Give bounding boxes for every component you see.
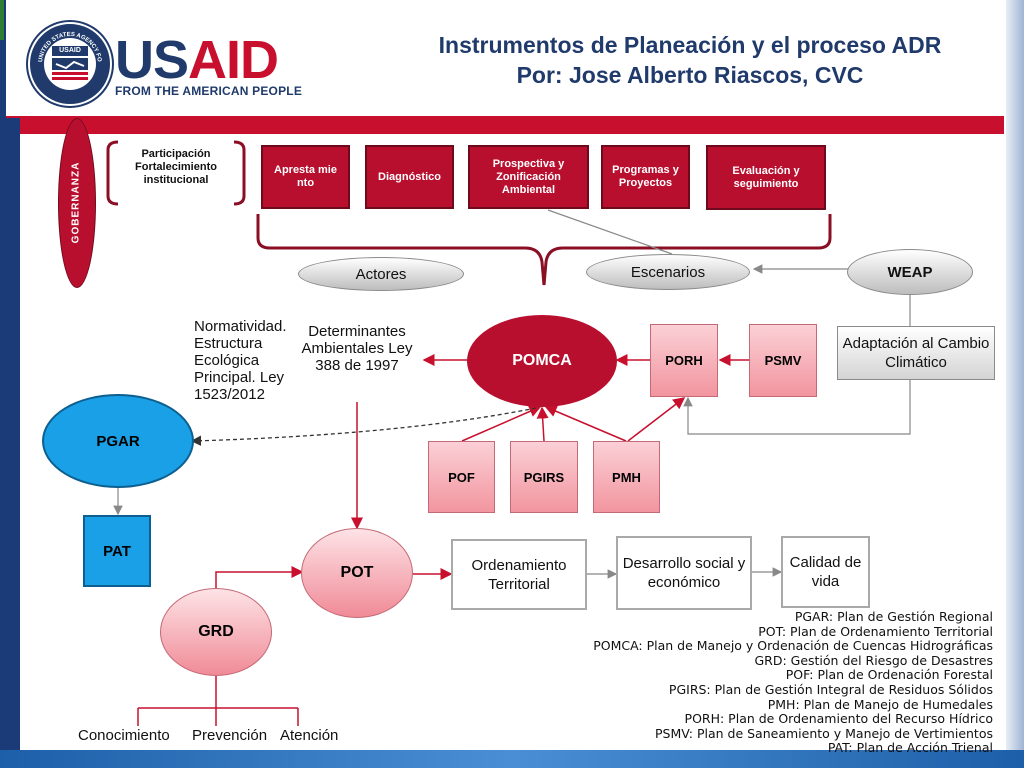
pmh-porh-arrow — [627, 397, 686, 442]
pat-box: PAT — [83, 515, 151, 587]
phase-evaluacion: Evaluación y seguimiento — [706, 145, 826, 210]
phase-prospectiva: Prospectiva y Zonificación Ambiental — [468, 145, 589, 209]
governance-label: GOBERNANZA — [70, 161, 82, 243]
legend-item: PMH: Plan de Manejo de Humedales — [767, 696, 993, 712]
escenarios-oval: Escenarios — [586, 254, 750, 290]
ordenamiento-box: Ordenamiento Territorial — [451, 539, 587, 610]
determinantes-text: Determinantes Ambientales Ley 388 de 199… — [301, 323, 413, 374]
governance-oval — [58, 118, 96, 288]
phases-bracket — [256, 214, 832, 286]
legend-item: GRD: Gestión del Riesgo de Desastres — [754, 652, 993, 668]
seal-center: USAID — [44, 38, 96, 90]
page-title: Instrumentos de Planeación y el proceso … — [380, 30, 1000, 90]
grd-oval: GRD — [160, 588, 272, 676]
inner-left-bar — [6, 118, 20, 750]
phase-programas: Programas y Proyectos — [601, 145, 690, 209]
legend-item: POMCA: Plan de Manejo y Ordenación de Cu… — [593, 638, 993, 654]
frame-left-bar — [0, 0, 6, 768]
grd-pot-arrow — [215, 566, 304, 588]
handshake-icon — [52, 58, 88, 80]
adaptacion-box: Adaptación al Cambio Climático — [837, 326, 995, 380]
atencion-text: Atención — [280, 727, 339, 744]
phase-alistamiento: Apresta mie nto — [261, 145, 350, 209]
pof-pomca-arrow — [461, 405, 542, 442]
legend-item: PGIRS: Plan de Gestión Integral de Resid… — [668, 681, 993, 697]
pmh-pomca-arrow — [544, 405, 627, 442]
frame-left-accent — [0, 0, 4, 40]
psmv-box: PSMV — [749, 324, 817, 397]
participation-text: Participación Fortalecimiento institucio… — [135, 148, 217, 186]
legend-item: PAT: Plan de Acción Trienal — [827, 740, 993, 756]
usaid-seal-logo: UNITED STATES AGENCY FOR INTERNATIONAL D… — [28, 22, 112, 106]
pot-oval: POT — [301, 528, 413, 618]
usaid-tagline: FROM THE AMERICAN PEOPLE — [115, 84, 303, 98]
frame-bottom-bar — [0, 750, 1024, 768]
pof-box: POF — [428, 441, 495, 513]
legend-item: PORH: Plan de Ordenamiento del Recurso H… — [684, 711, 993, 727]
desarrollo-box: Desarrollo social y económico — [616, 536, 752, 610]
legend-item: PGAR: Plan de Gestión Regional — [794, 609, 993, 624]
weap-oval: WEAP — [847, 249, 973, 295]
frame-right-bar — [1006, 0, 1024, 768]
phase-diagnostico: Diagnóstico — [365, 145, 454, 209]
header-divider-bar — [6, 116, 1004, 134]
actores-oval: Actores — [298, 257, 464, 291]
legend-item: PSMV: Plan de Saneamiento y Manejo de Ve… — [654, 725, 993, 741]
pomca-pgar-dashed-arrow — [190, 407, 537, 446]
calidad-box: Calidad de vida — [781, 536, 870, 608]
pgirs-box: PGIRS — [510, 441, 578, 513]
prospectiva-escenarios-line — [547, 209, 673, 255]
pmh-box: PMH — [593, 441, 660, 513]
legend-item: POF: Plan de Ordenación Forestal — [785, 667, 993, 683]
adaptacion-porh-arrow — [683, 379, 911, 435]
prevencion-text: Prevención — [192, 727, 268, 744]
pgar-oval: PGAR — [42, 394, 194, 488]
bracket-left — [106, 140, 119, 206]
title-line-1: Instrumentos de Planeación y el proceso … — [438, 32, 942, 58]
conocimiento-text: Conocimiento — [78, 727, 170, 744]
usaid-wordmark: USAID — [115, 30, 279, 90]
pgirs-pomca-arrow — [536, 406, 549, 442]
seal-label: USAID — [52, 46, 88, 56]
porh-box: PORH — [650, 324, 718, 397]
legend-item: POT: Plan de Ordenamiento Territorial — [758, 623, 993, 639]
normatividad-text: Normatividad. Estructura Ecológica Princ… — [194, 318, 287, 403]
pomca-oval: POMCA — [467, 315, 617, 407]
title-line-2: Por: Jose Alberto Riascos, CVC — [516, 62, 864, 88]
bracket-right — [233, 140, 246, 206]
acronym-legend: PGAR: Plan de Gestión Regional POT: Plan… — [593, 609, 993, 756]
